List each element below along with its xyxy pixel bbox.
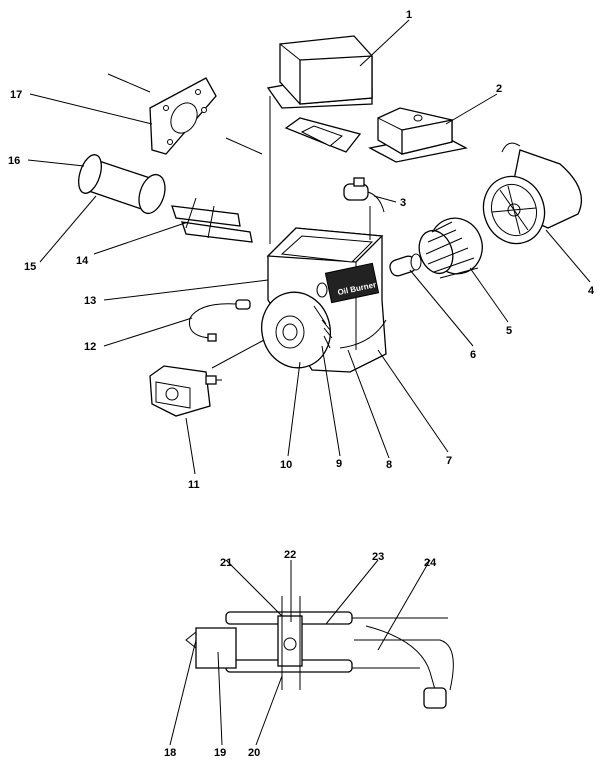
callout-7: 7	[446, 455, 452, 467]
callout-18: 18	[164, 747, 176, 759]
part-cad-cell	[188, 299, 251, 342]
part-coupling	[389, 253, 422, 277]
control-reset-button	[413, 114, 423, 122]
callout-labels: 1 2 3 4 5 6 7 8 9 10 11 12 13 14 15 16 1…	[8, 9, 595, 759]
callout-17: 17	[10, 89, 22, 101]
callout-15: 15	[24, 261, 36, 273]
callout-21: 21	[220, 557, 232, 569]
part-solenoid-valve	[343, 177, 385, 213]
part-motor	[482, 142, 583, 245]
callout-6: 6	[470, 349, 476, 361]
callout-22: 22	[284, 549, 296, 561]
leader-lines	[27, 19, 591, 746]
callout-20: 20	[248, 747, 260, 759]
callout-3: 3	[400, 197, 406, 209]
part-air-tube	[78, 154, 166, 215]
callout-11: 11	[188, 479, 200, 491]
callout-16: 16	[8, 155, 20, 167]
part-mounting-flange	[107, 73, 263, 155]
part-blower-wheel	[418, 217, 483, 279]
part-burner-housing: Oil Burner	[266, 227, 387, 373]
part-electrode-assembly	[171, 197, 253, 243]
callout-1: 1	[406, 9, 412, 21]
callout-10: 10	[280, 459, 292, 471]
callout-13: 13	[84, 295, 96, 307]
part-electrode-detail	[185, 596, 454, 709]
callout-12: 12	[84, 341, 96, 353]
callout-24: 24	[424, 557, 437, 569]
callout-8: 8	[386, 459, 392, 471]
callout-9: 9	[336, 458, 342, 470]
callout-2: 2	[496, 83, 502, 95]
callout-5: 5	[506, 325, 512, 337]
callout-23: 23	[372, 551, 384, 563]
part-fuel-pump	[149, 365, 222, 417]
callout-14: 14	[76, 255, 89, 267]
part-air-shutter	[261, 291, 333, 369]
callout-4: 4	[588, 285, 595, 297]
housing-logo-plate	[324, 262, 380, 304]
part-primary-control	[368, 107, 468, 163]
part-transformer	[266, 35, 373, 153]
callout-19: 19	[214, 747, 226, 759]
